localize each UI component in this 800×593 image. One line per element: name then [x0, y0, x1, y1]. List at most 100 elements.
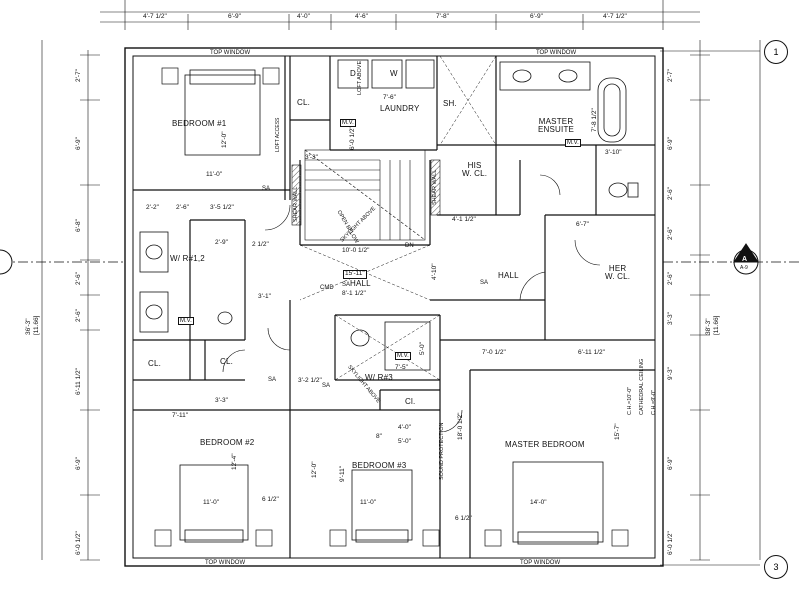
night-tables — [154, 67, 629, 547]
dim-left-total-metric: [11.66] — [33, 315, 40, 335]
dim-ensuite-w: 3'-10" — [605, 149, 622, 156]
dim-mid: 7'-0 1/2" — [482, 349, 506, 356]
interior-walls — [133, 56, 655, 558]
dim-his: 4'-10" — [431, 263, 438, 280]
dim-wr3-3: 5'-0" — [419, 342, 426, 355]
dim-b3-side: 12'-0" — [311, 461, 318, 478]
room-label-master-bedroom: MASTER BEDROOM — [505, 440, 585, 449]
dim-hall-h: 15'-11" — [343, 270, 367, 279]
room-label-hall-right: HALL — [498, 271, 519, 280]
dim-b3-mid: 6 1/2" — [455, 515, 472, 522]
room-label-master-ensuite: MASTER ENSUITE — [538, 117, 575, 134]
shear-walls — [291, 159, 441, 226]
tag-shear-wall-2: SHEAR WALL — [432, 169, 438, 205]
dim-right-total: 38'-3" — [705, 318, 712, 335]
room-label-cl-laundry: CL. — [297, 98, 311, 107]
tag-dn: DN — [405, 243, 414, 249]
dim-right-2: 2'-6" — [667, 187, 674, 200]
dim-right-3: 2'-6" — [667, 227, 674, 240]
dim-b1-width: 11'-0" — [206, 171, 223, 178]
dim-top-6: 4'-7 1/2" — [603, 13, 627, 20]
dim-left-total: 36'-3" — [25, 318, 32, 335]
dim-hall-w: 8'-1 1/2" — [342, 290, 366, 297]
room-label-bedroom-2: BEDROOM #2 — [200, 438, 255, 447]
dim-wr3-2: 7'-5" — [395, 364, 408, 371]
room-label-sh: SH. — [443, 99, 457, 108]
dim-b2-mid: 6 1/2" — [262, 496, 279, 503]
room-label-cl-left: CL. — [148, 359, 162, 368]
dim-left-4: 2'-6" — [75, 309, 82, 322]
dim-laundry-w: 7'-6" — [383, 94, 396, 101]
dim-wr-c: 3'-5 1/2" — [210, 204, 234, 211]
dim-left-6: 6'-9" — [75, 457, 82, 470]
tag-sa-hall-right: SA — [480, 280, 489, 286]
dim-wr-g: 3'-1" — [258, 293, 271, 300]
section-mark-letter: A — [742, 256, 748, 263]
dim-right-6: 9'-3" — [667, 367, 674, 380]
tag-mv-laundry: M.V. — [340, 119, 356, 127]
tag-sa-b1: SA — [262, 186, 271, 192]
dim-wr3: 3'-2 1/2" — [298, 377, 322, 384]
dim-stair: 3'-3" — [305, 154, 318, 161]
dim-top-0: 4'-7 1/2" — [143, 13, 167, 20]
exterior-walls — [124, 47, 664, 567]
tag-sa-hall: SA — [342, 282, 351, 288]
room-label-cl-mid: Cl. — [405, 397, 416, 406]
dim-right-1: 6'-9" — [667, 137, 674, 150]
dim-mb-len: 15'-7" — [614, 423, 621, 440]
dim-top-1: 6'-9" — [228, 13, 241, 20]
room-label-dryer: D — [350, 69, 356, 78]
dim-right-0: 2'-7" — [667, 69, 674, 82]
dim-b2-width: 11'-0" — [203, 499, 220, 506]
grid-bubble-1: 1 — [764, 40, 788, 64]
dim-wr-b: 2'-6" — [176, 204, 189, 211]
dim-right-5: 3'-3" — [667, 312, 674, 325]
room-label-her-wcl: HER W. CL. — [605, 264, 631, 281]
tag-top-window-top: TOP WINDOW — [210, 50, 251, 56]
dim-right-4: 2'-6" — [667, 272, 674, 285]
dim-cl-w2: 5'-0" — [398, 438, 411, 445]
room-label-bedroom-1: BEDROOM #1 — [172, 119, 227, 128]
dim-laundry-h: 6'-0 1/2" — [349, 126, 356, 150]
dim-mb-side: 18'-0 1/2" — [457, 412, 464, 440]
tag-loft-access: LOFT ACCESS — [275, 117, 281, 152]
dim-top-4: 7'-8" — [436, 13, 449, 20]
room-label-washer: W — [390, 69, 398, 78]
dim-b2-len: 12'-4" — [231, 453, 238, 470]
dim-b3-width: 11'-0" — [360, 499, 377, 506]
tag-mv-wr12: M.V. — [178, 317, 194, 325]
tag-ch-9: C.H.=9'-0" — [651, 389, 657, 415]
dim-mid-2: 6'-11 1/2" — [578, 349, 605, 356]
tag-cathedral-ceiling: CATHEDRAL CEILING — [639, 358, 645, 415]
dim-wr3-4: 8" — [376, 433, 382, 440]
staircase — [304, 149, 426, 241]
dim-top-5: 6'-9" — [530, 13, 543, 20]
section-markers — [0, 243, 759, 275]
dim-stair-w: 10'-0 1/2" — [342, 247, 370, 254]
tag-top-window-right-top: TOP WINDOW — [536, 50, 577, 56]
tag-top-window-right-bottom: TOP WINDOW — [520, 560, 561, 566]
dim-right-total-metric: [11.66] — [713, 315, 720, 335]
dim-mb-width: 14'-0" — [530, 499, 547, 506]
dim-left-5: 6'-11 1/2" — [75, 368, 82, 395]
tag-mv-wr3: M.V. — [395, 352, 411, 360]
top-dimension-lines — [100, 0, 700, 30]
wr-fixtures — [139, 231, 431, 371]
dim-right-7: 6'-9" — [667, 457, 674, 470]
room-label-wr3: W/ R#3 — [365, 373, 393, 382]
dim-left-7: 6'-0 1/2" — [75, 531, 82, 555]
dim-b1-len: 12'-0" — [221, 131, 228, 148]
room-label-his-wcl: HIS W. CL. — [462, 161, 488, 178]
dim-wr-d: 3'-3" — [215, 397, 228, 404]
tag-mv-ensuite: M.V. — [565, 139, 581, 147]
dim-ensuite-h: 7'-8 1/2" — [591, 108, 598, 132]
room-label-bedroom-3: BEDROOM #3 — [352, 461, 407, 470]
room-label-cl-left2: CL. — [220, 357, 234, 366]
tag-ch-10: C.H.=10'-0" — [627, 386, 633, 415]
tag-loft-above: LOFT ABOVE — [357, 60, 363, 95]
room-label-hall-upper: HALL — [350, 279, 371, 288]
left-dimension-lines — [41, 40, 100, 561]
dim-wr-a: 2'-2" — [146, 204, 159, 211]
tag-sound-protection: SOUND PROTECTION — [439, 422, 445, 480]
